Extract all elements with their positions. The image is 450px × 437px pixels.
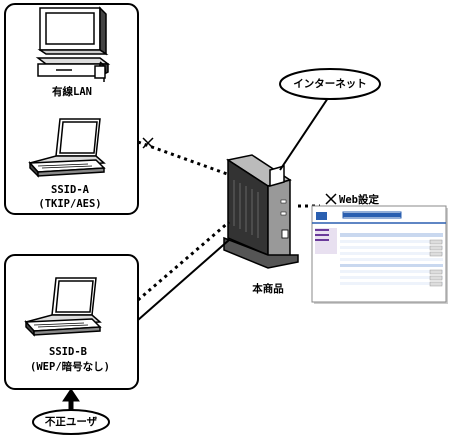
ssid-b-label: SSID-B — [49, 346, 87, 358]
arrow-up-icon — [62, 388, 80, 412]
intruder-label: 不正ユーザ — [44, 416, 98, 428]
desktop-pc-icon — [35, 6, 111, 82]
web-settings-label: Web設定 — [339, 194, 379, 206]
product-label: 本商品 — [252, 283, 284, 295]
laptop-icon — [28, 118, 106, 178]
ssid-b-security-label: (WEP/暗号なし) — [30, 361, 110, 373]
wired-lan-label: 有線LAN — [52, 86, 92, 98]
ssid-b-wireless-link — [137, 220, 230, 302]
internet-connection-line — [279, 97, 329, 171]
ssid-a-security-label: (TKIP/AES) — [38, 198, 102, 210]
laptop-icon — [24, 277, 102, 337]
blocked-x-icon — [325, 193, 337, 205]
internet-bubble — [279, 68, 381, 100]
router-icon — [223, 154, 299, 269]
web-settings-screen-icon — [311, 205, 448, 304]
internet-label: インターネット — [293, 78, 367, 90]
ssid-a-label: SSID-A — [51, 184, 89, 196]
ssid-b-wired-link — [137, 239, 230, 321]
blocked-x-icon — [142, 137, 154, 149]
intruder-bubble — [32, 409, 110, 435]
